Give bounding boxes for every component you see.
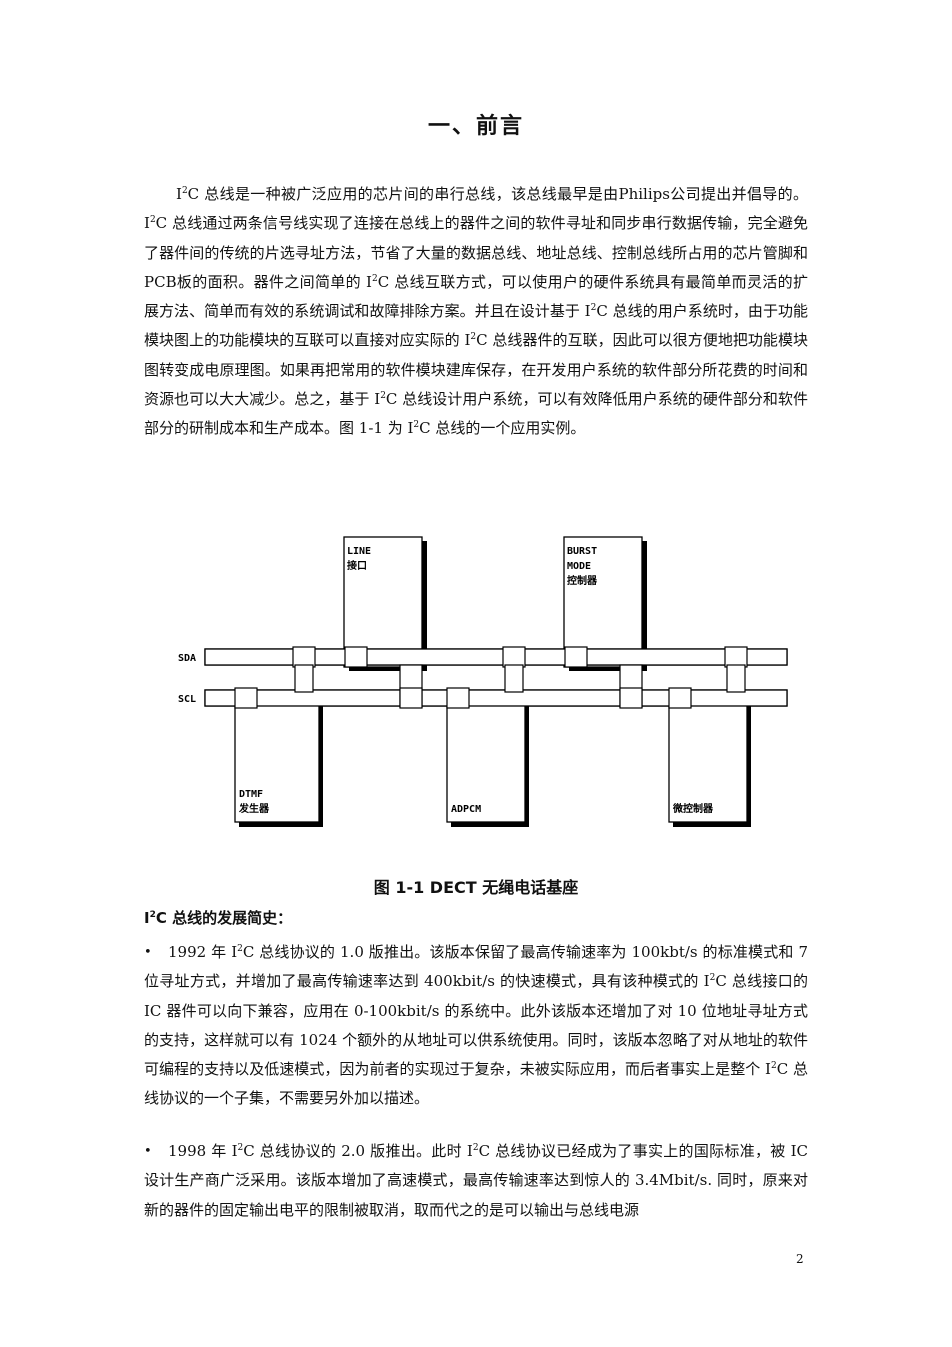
page-title: 一、前言 <box>427 114 524 139</box>
mcu-scl-connector <box>668 687 692 709</box>
dtmf-label-2: 发生器 <box>238 802 270 815</box>
line-label-2: 接口 <box>347 559 367 572</box>
figure-caption: 图 1-1 DECT 无绳电话基座 <box>373 878 579 897</box>
scl-bus-front <box>204 689 788 707</box>
intro-paragraph: I2C 总线是一种被广泛应用的芯片间的串行总线，该总线最早是由Philips公司… <box>144 185 809 438</box>
adpcm-sda-connector <box>502 646 526 668</box>
dtmf-sda-link <box>294 664 314 693</box>
mcu-label: 微控制器 <box>672 802 714 815</box>
sda-label: SDA <box>178 653 196 664</box>
burst-sda-connector <box>564 646 588 668</box>
bullet-icon: • <box>144 1144 152 1159</box>
dtmf-label-1: DTMF <box>239 789 263 800</box>
adpcm-scl-connector <box>446 687 470 709</box>
burst-label-1: BURST <box>567 546 597 557</box>
dtmf-scl-connector <box>234 687 258 709</box>
sda-bus-front <box>204 648 788 666</box>
dtmf-sda-connector <box>292 646 316 668</box>
adpcm-sda-link <box>504 664 524 693</box>
adpcm-label: ADPCM <box>451 804 481 815</box>
line-scl-connector <box>399 687 423 709</box>
mcu-sda-link <box>726 664 746 693</box>
history-item-1998: •1998 年 I2C 总线协议的 2.0 版推出。此时 I2C 总线协议已经成… <box>144 1137 808 1225</box>
line-label-1: LINE <box>347 546 371 557</box>
burst-label-3: 控制器 <box>567 574 598 587</box>
burst-mode-block <box>563 536 643 668</box>
dect-base-diagram: SDA SCL LINE 接口 BURST MODE 控制器 DTMF 发生器 … <box>178 536 788 827</box>
history-heading: I2C 总线的发展简史： <box>144 909 293 927</box>
line-sda-connector <box>344 646 368 668</box>
history-item-1992: •1992 年 I2C 总线协议的 1.0 版推出。该版本保留了最高传输速率为 … <box>144 938 808 1114</box>
adpcm-block <box>446 691 526 823</box>
line-interface-block <box>343 536 423 668</box>
bullet-icon: • <box>144 945 152 960</box>
dtmf-generator-block <box>234 691 320 823</box>
mcu-sda-connector <box>724 646 748 668</box>
burst-label-2: MODE <box>567 561 591 572</box>
microcontroller-block <box>668 691 748 823</box>
scl-label: SCL <box>178 694 196 705</box>
burst-scl-connector <box>619 687 643 709</box>
page-number: 2 <box>796 1252 804 1266</box>
